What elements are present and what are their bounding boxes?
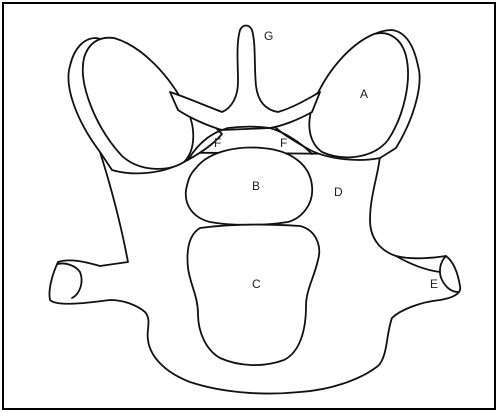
label-d: D <box>334 185 343 199</box>
label-f-left: F <box>214 136 221 150</box>
label-g: G <box>264 29 273 43</box>
label-e: E <box>430 277 438 291</box>
label-f-right: F <box>280 136 287 150</box>
spinous-process <box>170 26 320 131</box>
vertebral-foramen-b <box>186 148 312 225</box>
label-b: B <box>252 179 260 193</box>
label-a: A <box>360 87 368 101</box>
label-c: C <box>252 277 261 291</box>
vertebral-body-c <box>188 225 320 365</box>
